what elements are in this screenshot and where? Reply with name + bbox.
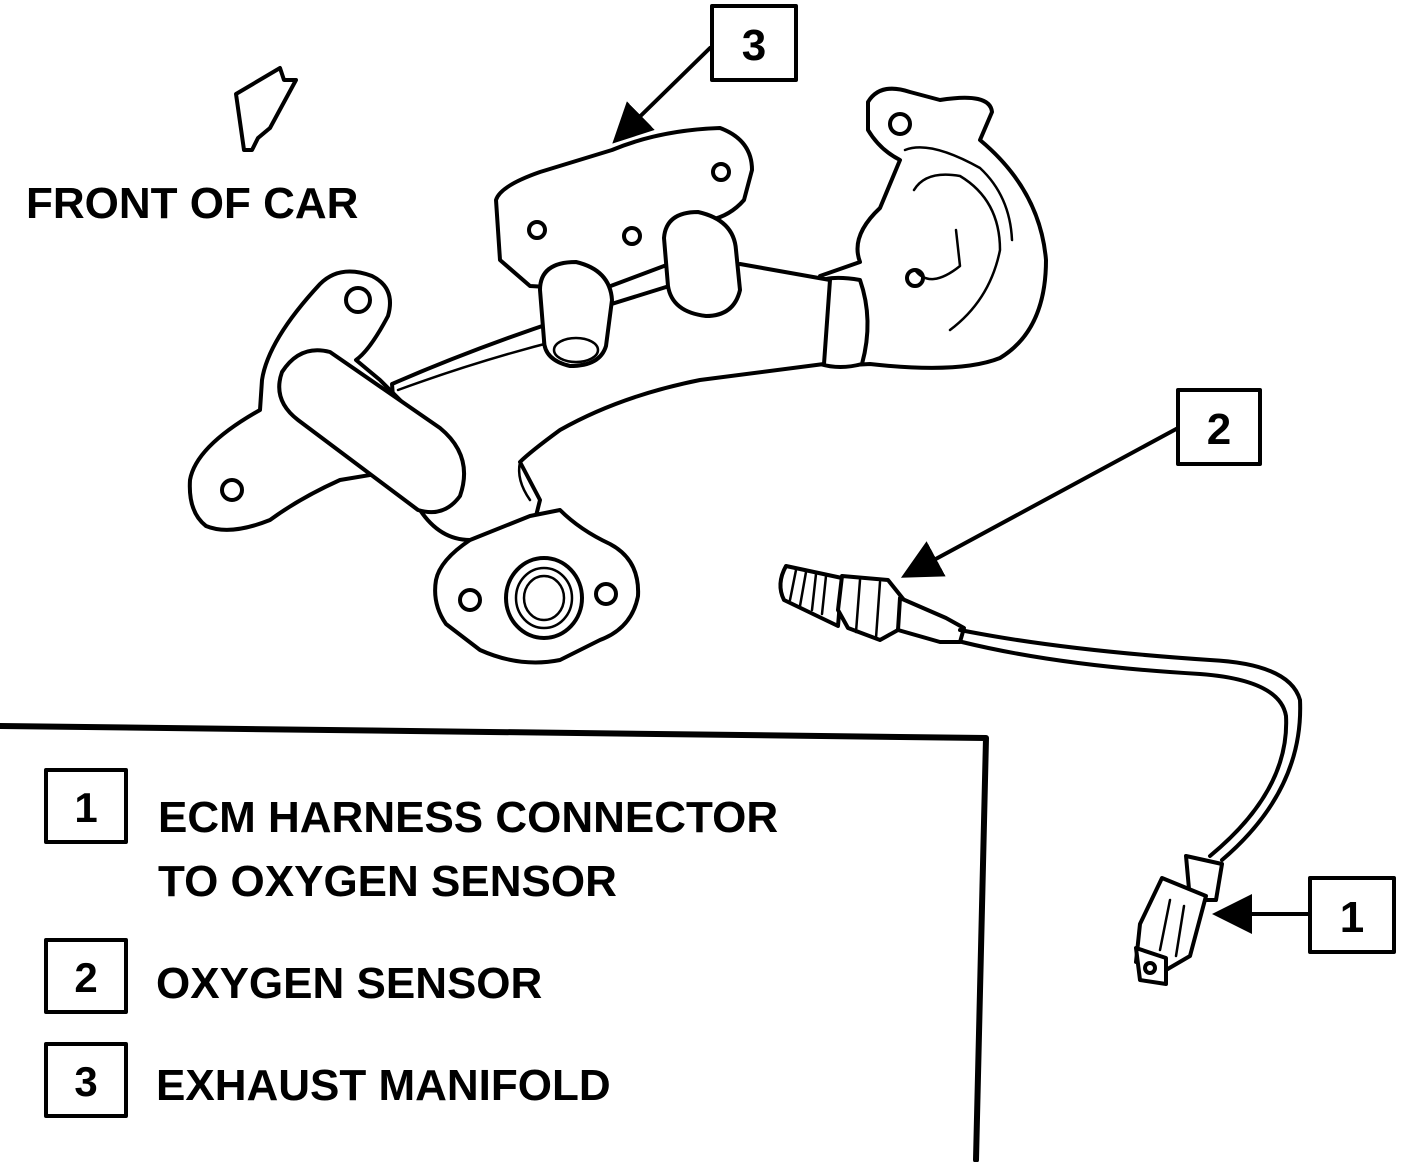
legend-item-2: 2 OXYGEN SENSOR: [44, 938, 542, 1014]
legend-item-2-number: 2: [74, 954, 97, 1001]
legend-panel: 1 ECM HARNESS CONNECTOR TO OXYGEN SENSOR…: [0, 723, 989, 1162]
callout-3-arrow: [612, 46, 712, 144]
legend-item-3: 3 EXHAUST MANIFOLD: [44, 1042, 611, 1118]
oxygen-sensor: [778, 564, 1303, 862]
callout-1-box: [1308, 876, 1396, 954]
legend-item-1-number: 1: [74, 784, 97, 831]
callout-3: 3: [612, 4, 798, 144]
exhaust-manifold: [187, 86, 1048, 665]
legend-item-3-box: [44, 1042, 128, 1118]
front-of-car-label: FRONT OF CAR: [26, 179, 358, 228]
legend-item-1: 1 ECM HARNESS CONNECTOR TO OXYGEN SENSOR: [44, 768, 778, 906]
callout-2-box: [1176, 388, 1262, 466]
legend-item-1-line1: ECM HARNESS CONNECTOR: [158, 793, 778, 842]
callout-1-number: 1: [1340, 893, 1364, 942]
callout-2-arrow: [900, 426, 1180, 578]
legend-item-1-box: [44, 768, 128, 844]
callout-2-number: 2: [1207, 405, 1231, 454]
callout-3-box: [710, 4, 798, 82]
front-direction-arrow-icon: [234, 66, 298, 152]
legend-item-3-label: EXHAUST MANIFOLD: [156, 1061, 611, 1110]
legend-item-3-number: 3: [74, 1058, 97, 1105]
legend-item-2-label: OXYGEN SENSOR: [156, 959, 542, 1008]
legend-item-1-line2: TO OXYGEN SENSOR: [158, 857, 617, 906]
ecm-harness-connector: [1134, 854, 1224, 986]
callout-2: 2: [900, 388, 1262, 578]
legend-item-2-box: [44, 938, 128, 1014]
callout-3-number: 3: [742, 21, 766, 70]
callout-1: 1: [1212, 876, 1396, 954]
